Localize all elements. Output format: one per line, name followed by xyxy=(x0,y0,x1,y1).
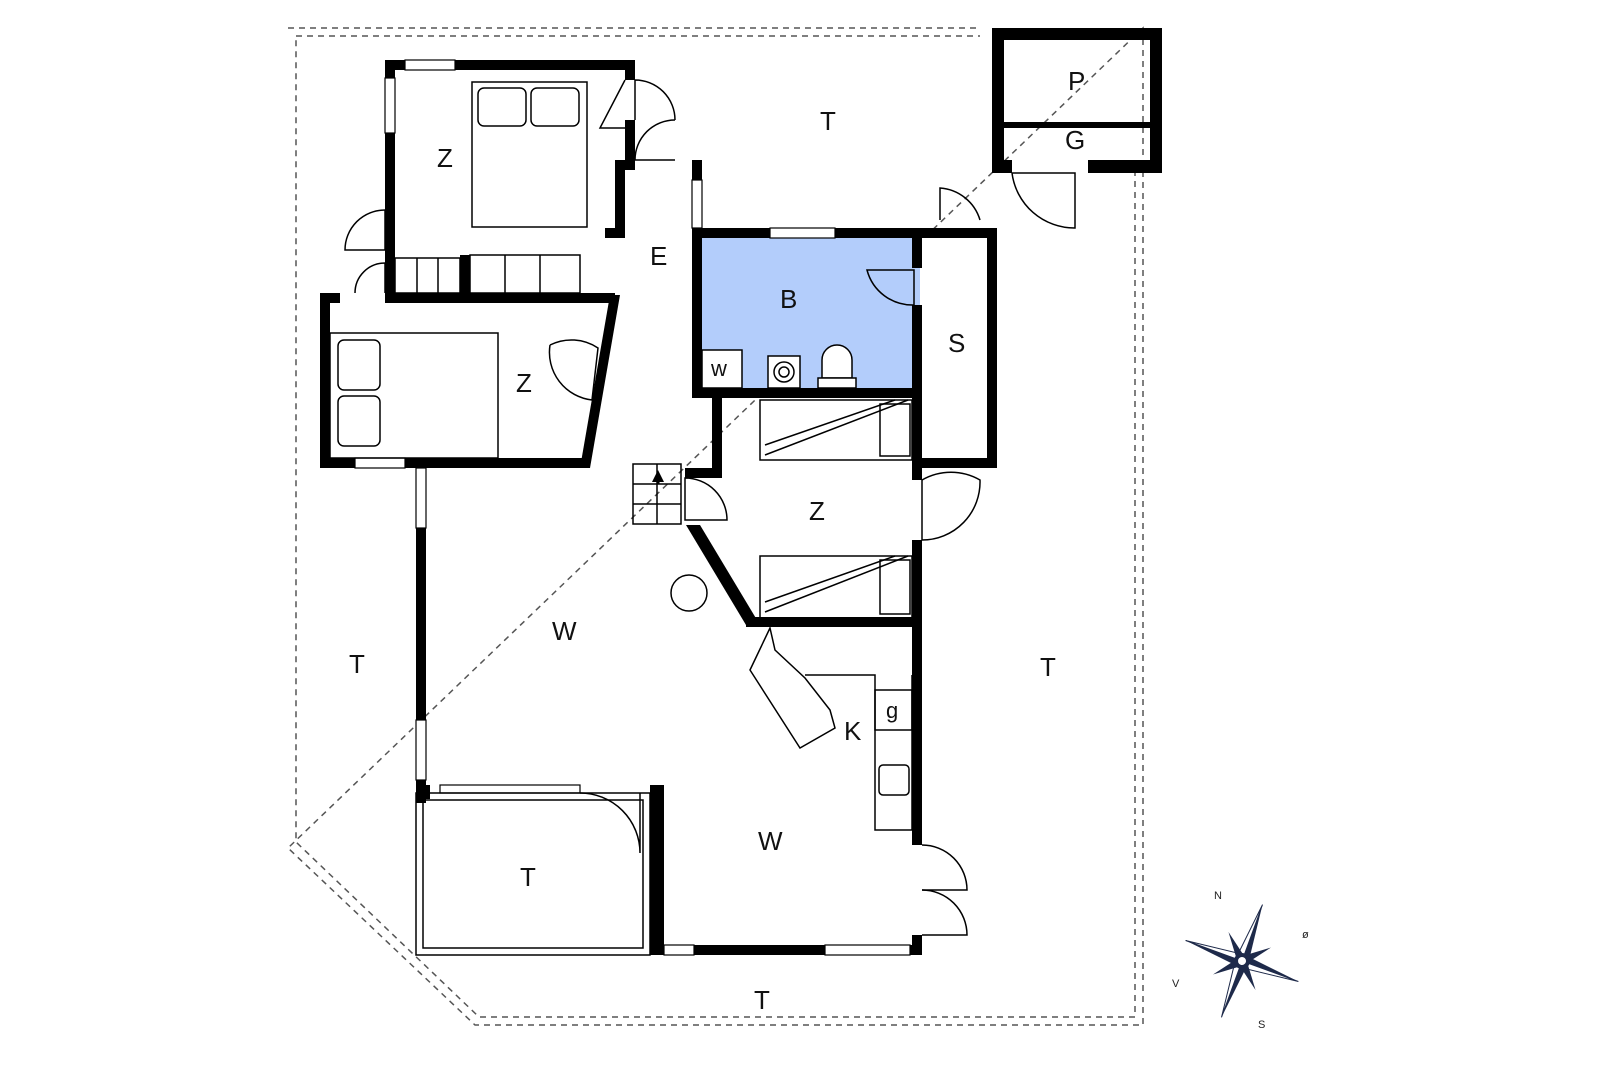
label-kitchen: K xyxy=(844,716,862,746)
label-terrace-north: T xyxy=(820,106,836,136)
label-bedroom-left: Z xyxy=(516,368,532,398)
doors xyxy=(344,79,1076,936)
label-annex-p: P xyxy=(1068,66,1085,96)
label-entrance: E xyxy=(650,241,667,271)
label-living-lower: W xyxy=(758,826,783,856)
label-terrace-south: T xyxy=(754,985,770,1015)
room-labels: Z T P G E B S w Z Z W T T g K W T T xyxy=(349,66,1085,1015)
compass-rose xyxy=(1185,904,1299,1018)
label-washer: w xyxy=(710,356,727,381)
label-living-upper: W xyxy=(552,616,577,646)
label-bedroom-right: Z xyxy=(809,496,825,526)
label-bathroom: B xyxy=(780,284,797,314)
compass-north: N xyxy=(1214,890,1222,902)
compass-west: V xyxy=(1172,978,1180,990)
windows xyxy=(354,59,911,956)
compass-east: ø xyxy=(1302,929,1309,941)
label-stove: g xyxy=(886,698,898,723)
stair-arrow xyxy=(652,470,664,482)
label-storage: S xyxy=(948,328,965,358)
label-annex-g: G xyxy=(1065,125,1085,155)
plot-boundary xyxy=(286,26,1144,1026)
label-terrace-east: T xyxy=(1040,652,1056,682)
walls xyxy=(320,28,1162,955)
label-bedroom-top: Z xyxy=(437,143,453,173)
stair-arrow-stem xyxy=(656,480,660,484)
label-terrace-west: T xyxy=(349,649,365,679)
label-terrace-covered: T xyxy=(520,862,536,892)
compass-south: S xyxy=(1258,1019,1265,1031)
furniture xyxy=(329,81,913,956)
